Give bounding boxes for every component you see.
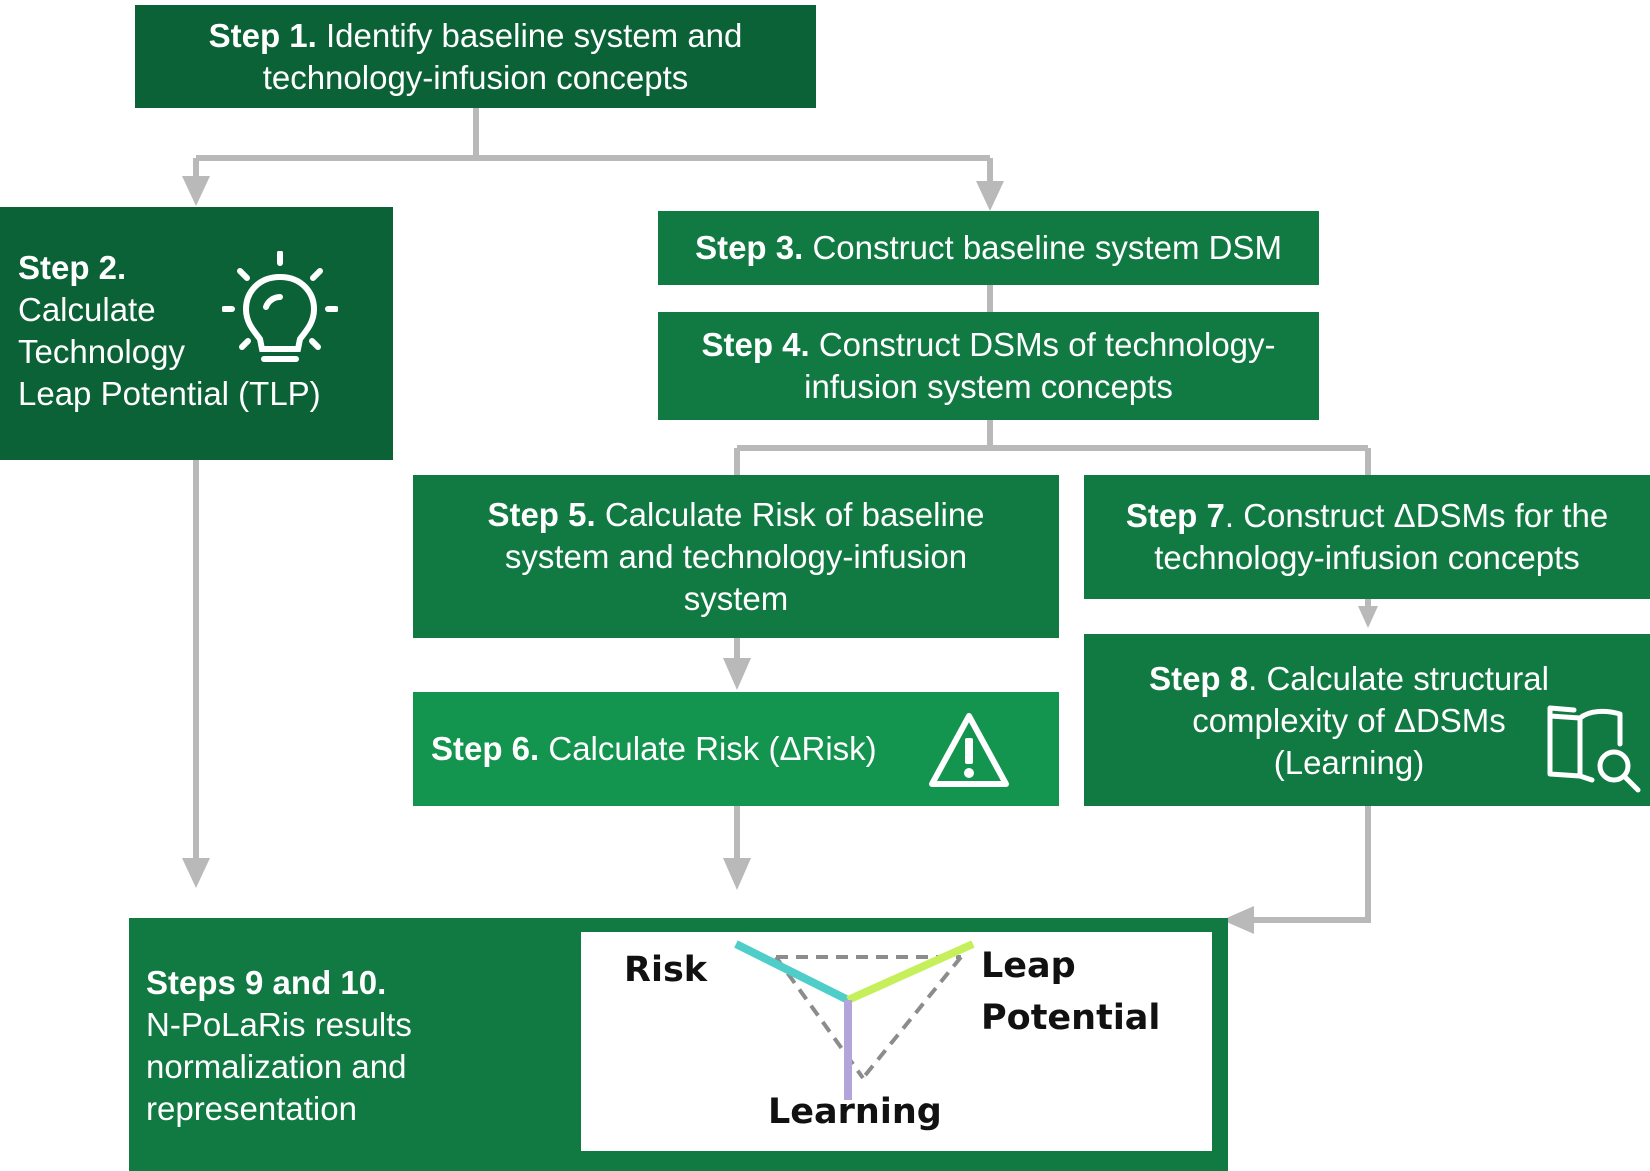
step-6-box: Step 6. Calculate Risk (ΔRisk) bbox=[413, 692, 1059, 806]
step-1-box: Step 1. Identify baseline system and tec… bbox=[135, 5, 816, 108]
step-2-text: Step 2. Calculate Technology Leap Potent… bbox=[18, 247, 393, 415]
step-8-box: Step 8. Calculate structural complexity … bbox=[1084, 634, 1650, 806]
step-5-description: Calculate Risk of baseline system and te… bbox=[504, 495, 985, 617]
step-6-description: Calculate Risk (ΔRisk) bbox=[548, 730, 877, 767]
step-2-line-1: Calculate bbox=[18, 291, 156, 328]
step-8-description: . Calculate structural complexity of ΔDS… bbox=[1192, 660, 1549, 781]
step-2-box: Step 2. Calculate Technology Leap Potent… bbox=[0, 207, 393, 460]
step-5-text: Step 5. Calculate Risk of baseline syste… bbox=[468, 494, 1004, 620]
step-2-label: Step 2. bbox=[18, 249, 127, 286]
risk-axis-line bbox=[734, 940, 850, 1004]
step-7-box: Step 7. Construct ΔDSMs for the technolo… bbox=[1084, 475, 1650, 599]
npolaris-triangle bbox=[734, 940, 975, 1100]
risk-label: Risk bbox=[624, 950, 708, 990]
leap-potential-label: Leap Potential bbox=[981, 940, 1160, 1044]
step-6-label: Step 6. bbox=[431, 730, 540, 767]
step-5-label: Step 5. bbox=[487, 495, 596, 533]
step-7-text: Step 7. Construct ΔDSMs for the technolo… bbox=[1104, 495, 1630, 579]
triangle-dash-right bbox=[861, 955, 963, 1080]
step-4-label: Step 4. bbox=[701, 326, 810, 363]
step-3-description: Construct baseline system DSM bbox=[812, 229, 1282, 266]
steps-9-10-label: Steps 9 and 10. bbox=[146, 964, 387, 1001]
step-5-box: Step 5. Calculate Risk of baseline syste… bbox=[413, 475, 1059, 638]
step-3-box: Step 3. Construct baseline system DSM bbox=[658, 211, 1319, 285]
leap-potential-line-1: Leap bbox=[981, 946, 1076, 986]
steps-9-10-box: Steps 9 and 10. N-PoLaRis results normali… bbox=[129, 918, 1228, 1171]
steps-9-10-description: N-PoLaRis results normalization and repr… bbox=[146, 1006, 412, 1127]
leap-potential-line-2: Potential bbox=[981, 998, 1161, 1038]
step-1-label: Step 1. bbox=[208, 16, 317, 54]
lightbulb-icon bbox=[222, 251, 338, 362]
step-6-text: Step 6. Calculate Risk (ΔRisk) bbox=[431, 728, 1059, 770]
step-1-text: Step 1. Identify baseline system and tec… bbox=[175, 15, 776, 99]
learning-label: Learning bbox=[768, 1092, 942, 1132]
book-search-icon bbox=[1547, 705, 1641, 793]
step-4-text: Step 4. Construct DSMs of technology-inf… bbox=[688, 324, 1289, 408]
warning-triangle-icon bbox=[929, 713, 1009, 787]
step-2-line-2: Technology bbox=[18, 333, 185, 370]
step-7-description: . Construct ΔDSMs for the technology-inf… bbox=[1154, 497, 1609, 576]
step-1-description: Identify baseline system and technology-… bbox=[262, 16, 743, 96]
steps-9-10-text: Steps 9 and 10. N-PoLaRis results normali… bbox=[146, 962, 576, 1130]
step-7-label: Step 7 bbox=[1125, 497, 1225, 534]
leap-axis-line bbox=[846, 940, 975, 1004]
step-8-label: Step 8 bbox=[1149, 660, 1249, 697]
npolaris-diagram-panel: Risk Leap Potential Learning bbox=[581, 932, 1212, 1151]
step-8-text: Step 8. Calculate structural complexity … bbox=[1144, 658, 1554, 784]
step-3-text: Step 3. Construct baseline system DSM bbox=[695, 227, 1282, 269]
step-2-line-3: Leap Potential (TLP) bbox=[18, 375, 321, 412]
step-3-label: Step 3. bbox=[695, 229, 804, 266]
step-4-description: Construct DSMs of technology-infusion sy… bbox=[804, 326, 1276, 405]
step-4-box: Step 4. Construct DSMs of technology-inf… bbox=[658, 312, 1319, 420]
